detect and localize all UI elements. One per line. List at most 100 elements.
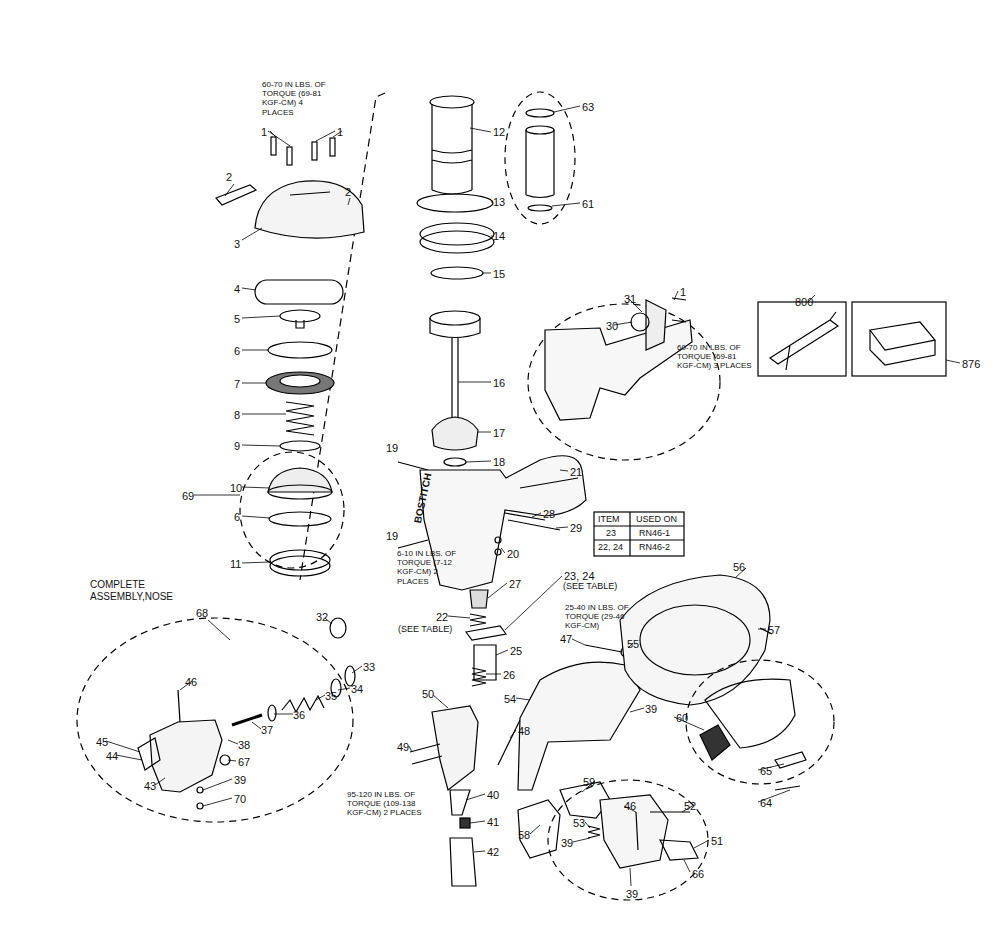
- callout-number: 66: [692, 868, 704, 880]
- callout-number: 10: [230, 482, 242, 494]
- callout-number: 19: [386, 530, 398, 542]
- callout-number: 42: [487, 846, 499, 858]
- callout-number: 8: [234, 409, 240, 421]
- torque-note: 60-70 IN LBS. OF TORQUE (69-81 KGF-CM) 3…: [677, 343, 752, 371]
- callout-number: 9: [234, 440, 240, 452]
- callout-number: 67: [238, 756, 250, 768]
- part-outline: [495, 549, 501, 555]
- latch-part: [775, 752, 806, 790]
- ring: [526, 109, 554, 117]
- torque-note: 25-40 IN LBS. OF TORQUE (29-46 KGF-CM): [565, 603, 640, 631]
- callout-number: (SEE TABLE): [398, 625, 452, 635]
- callout-number: RN46-1: [639, 529, 670, 539]
- callout-number: 18: [493, 456, 505, 468]
- o-ring: [417, 194, 493, 212]
- part-outline: [266, 372, 334, 394]
- rod: [498, 720, 520, 765]
- callout-number: 5: [234, 313, 240, 325]
- callout-number: 6: [234, 345, 240, 357]
- callout-number: 45: [96, 736, 108, 748]
- callout-number: 47: [560, 633, 572, 645]
- torque-note: 6-10 IN LBS. OF TORQUE (7-12 KGF-CM) 2 P…: [397, 549, 469, 586]
- lever: [660, 840, 698, 860]
- screw: [271, 137, 335, 165]
- callout-number: 25: [510, 645, 522, 657]
- callout-number: 22: [436, 611, 448, 623]
- cap: [290, 192, 330, 195]
- callout-number: USED ON: [636, 515, 677, 525]
- seal: [280, 375, 320, 387]
- leader-line: [614, 291, 678, 325]
- callout-number: 60: [676, 712, 688, 724]
- screw: [197, 803, 203, 809]
- pin: [636, 812, 690, 850]
- callout-number: 30: [606, 320, 618, 332]
- callout-number: 17: [493, 427, 505, 439]
- valve: [296, 320, 304, 328]
- callout-number: 20: [507, 548, 519, 560]
- leader-line: [488, 106, 580, 630]
- callout-number: 1: [680, 286, 686, 298]
- callout-number: 16: [493, 377, 505, 389]
- group-ellipse: [77, 618, 353, 822]
- leader-line: [409, 616, 516, 852]
- valve: [280, 310, 320, 322]
- retaining-ring: [330, 618, 346, 638]
- o-ring: [431, 267, 483, 279]
- callout-number: 59: [583, 776, 595, 788]
- callout-number: 54: [504, 693, 516, 705]
- magazine-cover: [518, 662, 640, 790]
- group-ellipse: [528, 304, 720, 460]
- callout-number: 39: [561, 837, 573, 849]
- group-ellipse: [686, 660, 834, 784]
- housing: [520, 478, 578, 488]
- valve-body: [268, 485, 332, 499]
- leader-line: [458, 128, 494, 462]
- part-outline: [270, 550, 330, 570]
- callout-number: 64: [760, 797, 772, 809]
- screw: [312, 142, 317, 160]
- callout-number: 57: [768, 624, 780, 636]
- callout-number: 43: [144, 780, 156, 792]
- tool-oil: [770, 312, 838, 370]
- callout-number: RN46-2: [639, 543, 670, 553]
- callout-number: 61: [582, 198, 594, 210]
- brand-mark: BOSTITCH: [412, 472, 433, 524]
- callout-number: 36: [293, 709, 305, 721]
- nose-body: [432, 706, 478, 790]
- o-ring: [268, 705, 276, 721]
- pin: [410, 744, 442, 764]
- nose-tip: [138, 738, 160, 770]
- table-grid: [594, 512, 684, 556]
- callout-number: 1: [261, 126, 267, 138]
- callout-number: 48: [518, 725, 530, 737]
- callout-number: 40: [487, 789, 499, 801]
- driver-guide: [450, 790, 470, 815]
- callout-number: 63: [582, 101, 594, 113]
- bracket: [216, 185, 256, 205]
- group-ellipse: [505, 92, 575, 224]
- ring: [528, 205, 552, 211]
- leader-line: [808, 295, 960, 363]
- callout-number: 35: [325, 690, 337, 702]
- callout-number: 39: [626, 888, 638, 900]
- ring: [420, 231, 494, 253]
- callout-number: 15: [493, 268, 505, 280]
- callout-number: 4: [234, 283, 240, 295]
- screw: [672, 298, 686, 322]
- callout-number: 52: [684, 800, 696, 812]
- callout-number: 7: [234, 378, 240, 390]
- callout-number: 11: [230, 558, 241, 570]
- housing: [545, 320, 692, 420]
- accessory-box: [852, 302, 946, 376]
- callout-number: 65: [760, 765, 772, 777]
- gasket: [631, 313, 649, 331]
- part-outline: [526, 126, 554, 134]
- callout-number: 39: [234, 774, 246, 786]
- callout-number: 12: [493, 126, 505, 138]
- housing: [420, 456, 586, 590]
- callout-number: 44: [106, 750, 118, 762]
- callout-number: 51: [711, 835, 723, 847]
- screw: [271, 137, 276, 155]
